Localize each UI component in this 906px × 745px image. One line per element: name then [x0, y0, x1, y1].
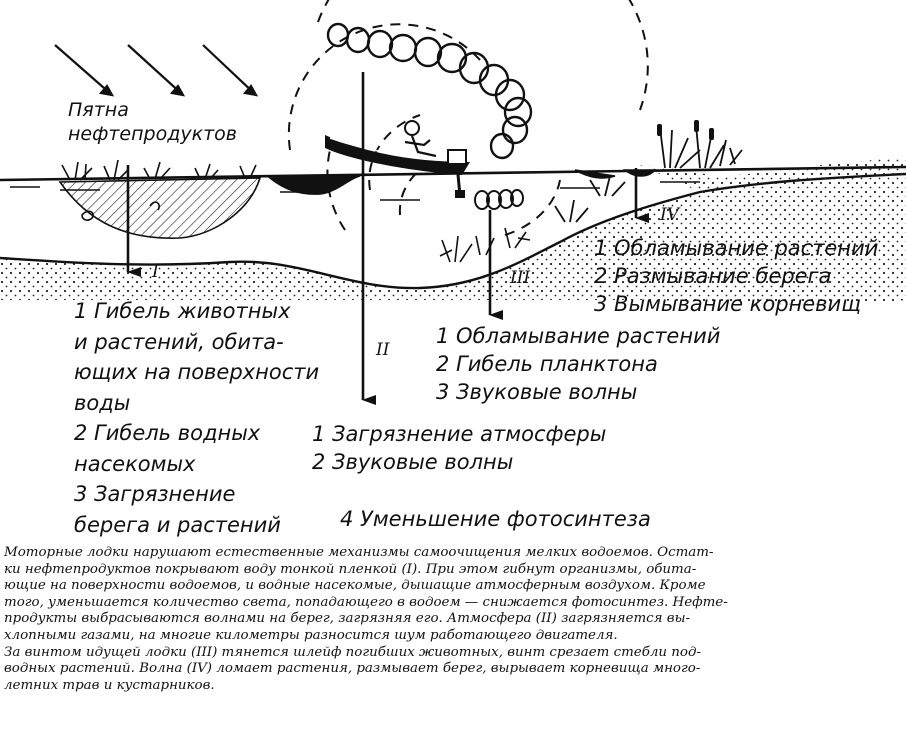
impact-line: 1 Гибель животных	[74, 299, 291, 323]
impact-line: 1 Обламывание растений	[594, 236, 879, 260]
caption-line: Моторные лодки нарушают естественные мех…	[4, 545, 714, 560]
impact-line: 2 Звуковые волны	[312, 450, 514, 474]
illustration	[0, 0, 906, 405]
sound-waves	[287, 0, 649, 236]
impact-line: 3 Звуковые волны	[436, 380, 638, 404]
exhaust-spiral	[326, 22, 533, 160]
propeller-wake	[474, 189, 524, 210]
caption-line: того, уменьшается количество света, попа…	[4, 594, 728, 610]
river-bank	[640, 158, 906, 192]
impact-line: 1 Обламывание растений	[436, 324, 721, 348]
caption-line: продукты выбрасываются волнами на берег,…	[4, 611, 691, 627]
marker-IV: IV	[660, 205, 679, 225]
impact-line: 3 Вымывание корневищ	[594, 292, 861, 316]
sun-rays	[54, 44, 259, 97]
river-bottom	[0, 174, 906, 305]
underwater-plants	[439, 227, 531, 263]
impact-line: 3 Загрязнение	[74, 482, 236, 506]
caption-line: За винтом идущей лодки (III) тянется шле…	[4, 644, 701, 660]
impacts-group-III: 1 Обламывание растений 2 Гибель планктон…	[436, 322, 720, 406]
impacts-group-I: 1 Гибель животных и растений, обита- ющи…	[74, 296, 319, 540]
oil-label-line: Пятна	[68, 99, 129, 121]
impact-line: насекомых	[74, 451, 196, 476]
organisms	[81, 201, 160, 221]
motor-boat	[325, 120, 471, 198]
impact-line: воды	[74, 390, 131, 415]
impact-arrows	[126, 72, 649, 405]
oil-label: Пятна нефтепродуктов	[68, 98, 237, 146]
impact-line: и растений, обита-	[74, 329, 284, 354]
figure-caption: Моторные лодки нарушают естественные мех…	[4, 545, 902, 694]
caption-line: летних трав и кустарников.	[4, 677, 215, 693]
oil-label-line: нефтепродуктов	[68, 123, 237, 145]
impact-item-4: 4 Уменьшение фотосинтеза	[340, 507, 651, 531]
caption-line: водных растений. Волна (IV) ломает расте…	[4, 661, 701, 677]
impact-line: 2 Гибель водных	[74, 421, 261, 445]
marker-II: II	[376, 340, 390, 360]
marker-III: III	[510, 268, 531, 288]
impacts-group-II: 1 Загрязнение атмосферы 2 Звуковые волны	[312, 420, 606, 476]
shore-grass	[61, 159, 257, 181]
impact-line: 2 Гибель планктона	[436, 352, 658, 376]
impact-line: 2 Размывание берега	[594, 264, 832, 288]
marker-I: I	[152, 262, 159, 282]
caption-line: ющие на поверхности водоемов, и водные н…	[4, 578, 706, 594]
caption-line: хлопными газами, на многие километры раз…	[4, 627, 618, 643]
caption-line: ки нефтепродуктов покрывают воду тонкой …	[4, 561, 697, 577]
impact-line: ющих на поверхности	[74, 360, 320, 384]
oil-film	[58, 169, 657, 239]
impacts-group-IV: 1 Обламывание растений 2 Размывание бере…	[594, 234, 878, 318]
impact-line: 1 Загрязнение атмосферы	[312, 422, 607, 446]
impact-line: берега и растений	[74, 512, 281, 537]
